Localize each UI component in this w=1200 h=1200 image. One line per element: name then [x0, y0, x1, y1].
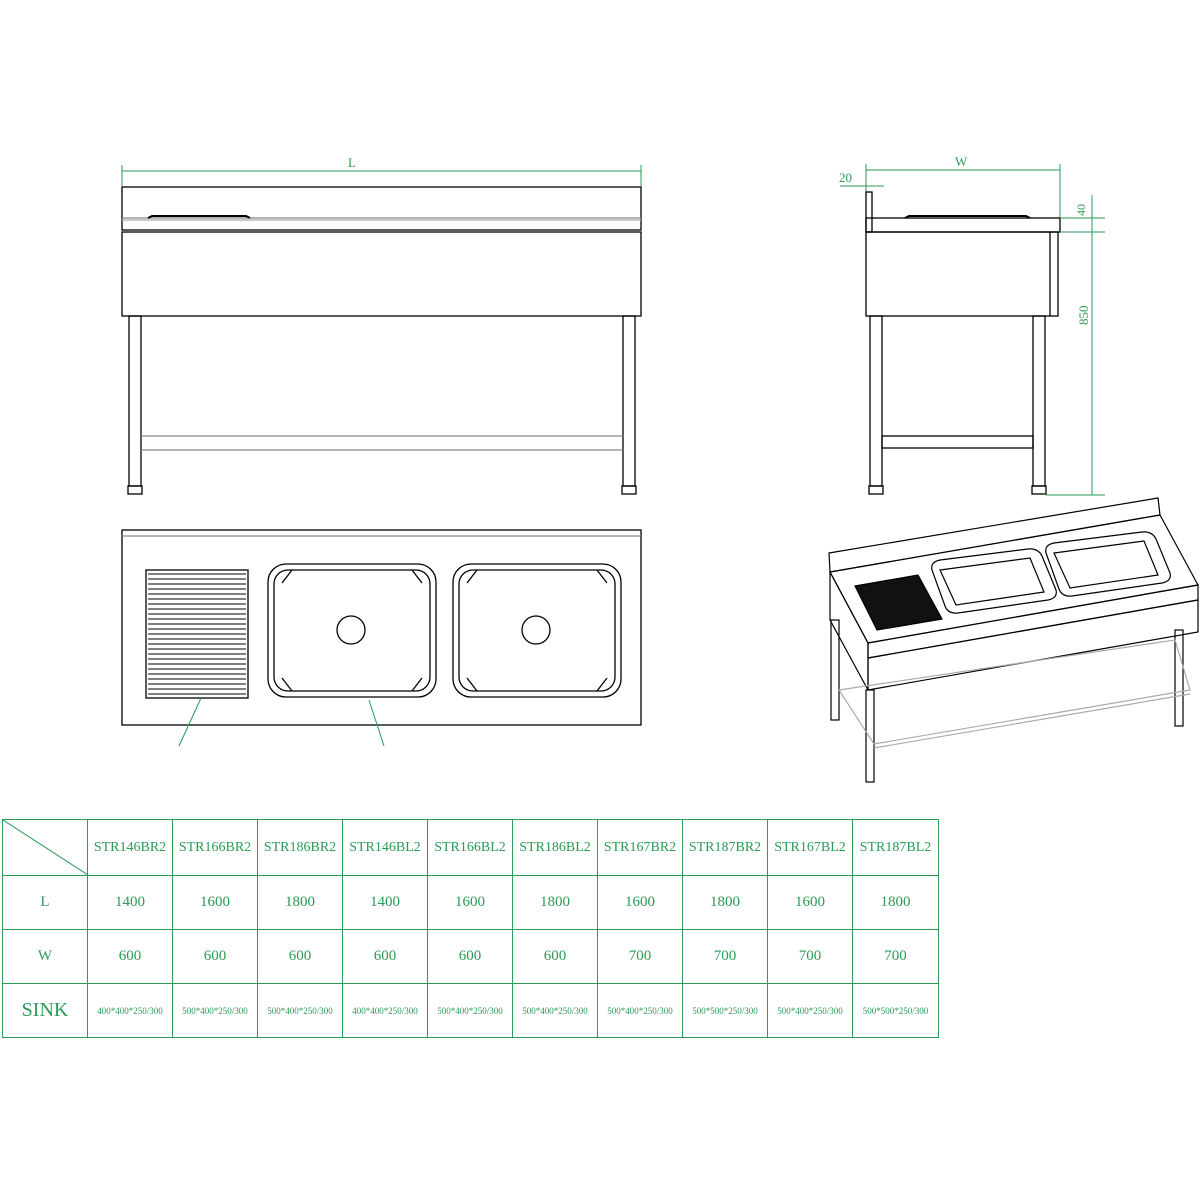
table-row: W 600 600 600 600 600 600 700 700 700 70…: [2, 929, 939, 984]
side-view: [840, 164, 1105, 496]
table-cell: 700: [852, 929, 939, 984]
table-cell: 600: [342, 929, 428, 984]
table-cell: 500*400*250/300: [767, 983, 853, 1038]
model-header: STR146BL2: [342, 819, 428, 876]
dim-width-label: W: [955, 154, 968, 169]
table-cell: 1600: [597, 875, 683, 930]
table-cell: 500*500*250/300: [852, 983, 939, 1038]
dim-backsplash-label: 20: [839, 170, 852, 185]
table-cell: 400*400*250/300: [87, 983, 173, 1038]
table-cell: 500*500*250/300: [682, 983, 768, 1038]
model-header: STR167BL2: [767, 819, 853, 876]
front-view: [121, 165, 642, 495]
spec-table: STR146BR2 STR166BR2 STR186BR2 STR146BL2 …: [2, 819, 939, 1038]
dim-length-label: L: [348, 155, 356, 170]
row-label: SINK: [2, 983, 88, 1038]
model-header: STR187BR2: [682, 819, 768, 876]
table-cell: 1400: [342, 875, 428, 930]
model-header: STR166BR2: [172, 819, 258, 876]
dim-height-label: 850: [1076, 306, 1091, 326]
table-cell: 400*400*250/300: [342, 983, 428, 1038]
table-row: SINK 400*400*250/300 500*400*250/300 500…: [2, 983, 939, 1038]
table-cell: 500*400*250/300: [512, 983, 598, 1038]
table-cell: 1400: [87, 875, 173, 930]
model-header: STR167BR2: [597, 819, 683, 876]
table-cell: 500*400*250/300: [597, 983, 683, 1038]
model-header: STR186BL2: [512, 819, 598, 876]
dim-top-thickness-label: 40: [1074, 204, 1088, 216]
table-cell: 1800: [852, 875, 939, 930]
table-header-row: STR146BR2 STR166BR2 STR186BR2 STR146BL2 …: [2, 819, 939, 876]
table-cell: 1600: [427, 875, 513, 930]
table-cell: 500*400*250/300: [427, 983, 513, 1038]
table-cell: 600: [427, 929, 513, 984]
row-label: L: [2, 875, 88, 930]
table-cell: 600: [87, 929, 173, 984]
table-cell: 700: [767, 929, 853, 984]
table-cell: 700: [597, 929, 683, 984]
drainboard-grooves: [148, 573, 246, 695]
table-corner-cell: [2, 819, 88, 876]
table-cell: 700: [682, 929, 768, 984]
model-header: STR146BR2: [87, 819, 173, 876]
table-cell: 1800: [257, 875, 343, 930]
table-cell: 1600: [767, 875, 853, 930]
table-cell: 1800: [512, 875, 598, 930]
table-cell: 500*400*250/300: [257, 983, 343, 1038]
table-cell: 1800: [682, 875, 768, 930]
model-header: STR166BL2: [427, 819, 513, 876]
top-view: [121, 529, 642, 747]
table-cell: 600: [257, 929, 343, 984]
table-cell: 1600: [172, 875, 258, 930]
table-cell: 500*400*250/300: [172, 983, 258, 1038]
table-cell: 600: [172, 929, 258, 984]
isometric-view: [828, 497, 1199, 783]
row-label: W: [2, 929, 88, 984]
model-header: STR186BR2: [257, 819, 343, 876]
table-row: L 1400 1600 1800 1400 1600 1800 1600 180…: [2, 875, 939, 930]
model-header: STR187BL2: [852, 819, 939, 876]
table-cell: 600: [512, 929, 598, 984]
technical-drawing: L W 20 40 850: [121, 154, 1199, 783]
